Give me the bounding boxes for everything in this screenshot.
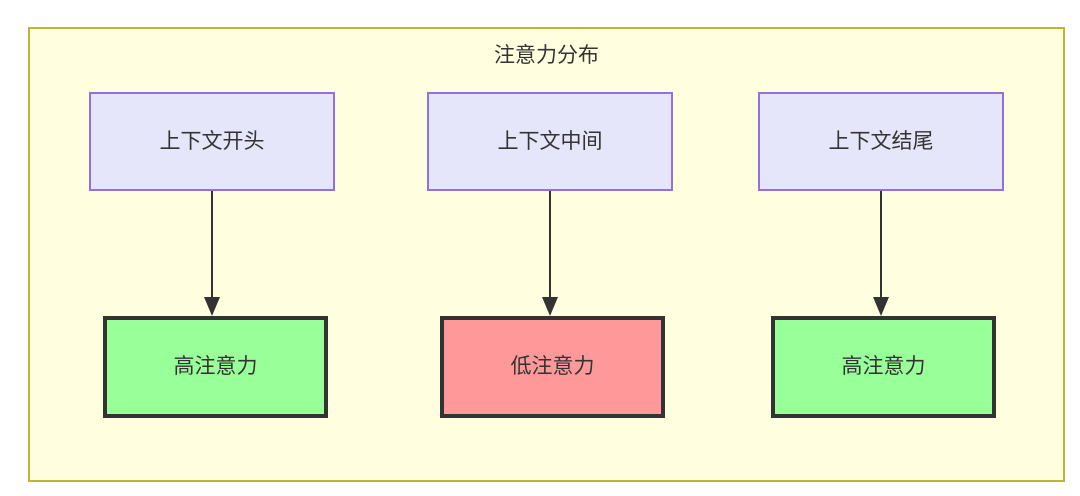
- node-context-start[interactable]: 上下文开头: [89, 92, 335, 191]
- node-context-end[interactable]: 上下文结尾: [758, 92, 1004, 191]
- node-low-attention-middle[interactable]: 低注意力: [440, 316, 665, 418]
- node-high-attention-start[interactable]: 高注意力: [103, 316, 328, 418]
- node-context-middle[interactable]: 上下文中间: [427, 92, 673, 191]
- subgraph-title: 注意力分布: [494, 44, 599, 67]
- node-high-attention-end[interactable]: 高注意力: [771, 316, 996, 418]
